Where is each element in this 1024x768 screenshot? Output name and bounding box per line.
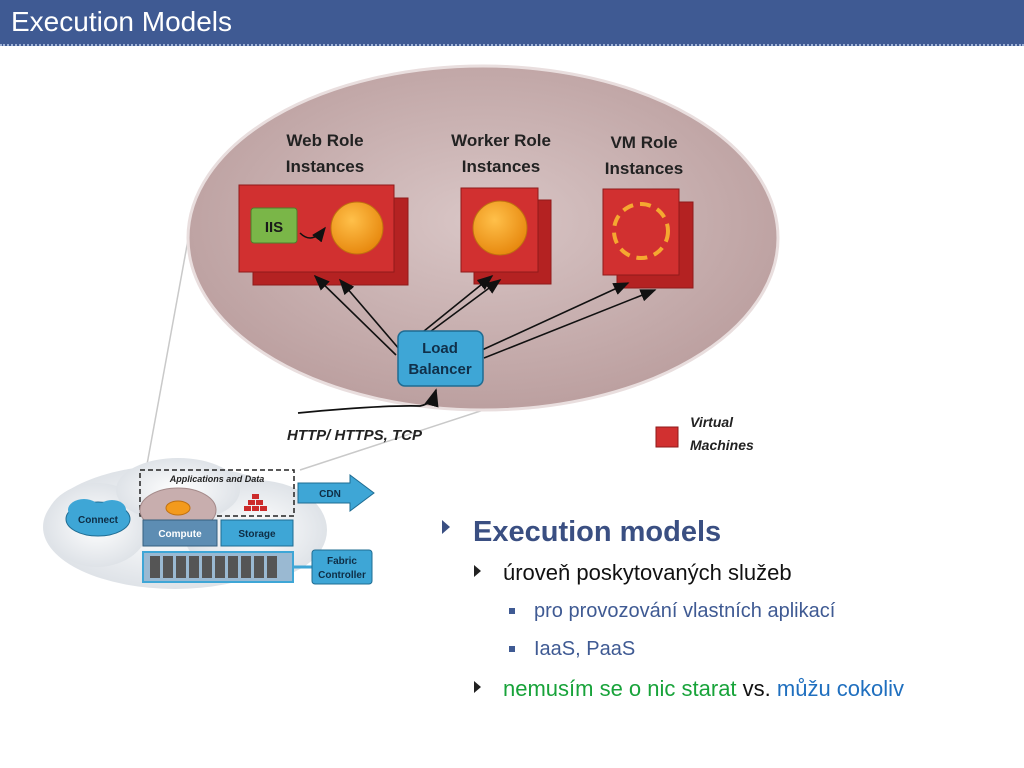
- applications-and-data-box: [139, 469, 295, 517]
- protocols-label: HTTP/ HTTPS, TCP: [287, 427, 423, 444]
- zoom-line-left: [145, 217, 193, 471]
- slide-title: Execution Models: [11, 6, 233, 37]
- bullet-sub1: úroveň poskytovaných služeb: [440, 558, 1020, 598]
- connect-cloud: [65, 499, 131, 537]
- bullet-list: Execution models úroveň poskytovaných sl…: [440, 512, 1020, 714]
- bullet-sub1-item-1: pro provozování vlastních aplikací: [440, 598, 1020, 636]
- bullet-sub1-item-1-text: pro provozování vlastních aplikací: [534, 600, 836, 622]
- vm-role-label-line1: VM Role: [610, 133, 677, 152]
- load-balancer-label-line1: Load: [422, 340, 458, 357]
- bullet-main-text: Execution models: [473, 516, 722, 548]
- lb-arrow-5: [481, 282, 630, 351]
- load-balancer-label-line2: Balancer: [408, 361, 472, 378]
- fabric-controller-label-line1: Fabric: [327, 556, 357, 567]
- bullet-sub1-text: úroveň poskytovaných služeb: [503, 560, 792, 585]
- cdn-arrow: [297, 474, 375, 512]
- execution-models-diagram: Web Role Instances Worker Role Instances…: [43, 64, 780, 589]
- storage-box: [220, 519, 294, 547]
- connect-label: Connect: [78, 515, 119, 526]
- fabric-controller-box: [311, 549, 373, 585]
- bullet-main: Execution models: [440, 512, 1020, 558]
- incoming-request-arrow: [297, 388, 439, 414]
- iis-arrow: [299, 226, 326, 243]
- bullet-sub2-part3: můžu cokoliv: [776, 676, 905, 701]
- load-balancer-box: [397, 330, 484, 387]
- square-bullet-icon: [509, 646, 515, 652]
- lb-arrow-6: [483, 289, 657, 359]
- lb-arrow-2: [338, 278, 401, 351]
- data-blocks-icon: [244, 494, 267, 511]
- square-bullet-icon: [509, 608, 515, 614]
- worker-role-instance: [472, 200, 528, 256]
- applications-instance: [165, 500, 191, 516]
- worker-role-label-line1: Worker Role: [451, 131, 551, 150]
- server-rack-icons: [150, 556, 277, 578]
- triangle-bullet-icon: [474, 681, 481, 693]
- web-role-label-line2: Instances: [286, 157, 364, 176]
- legend-label-line1: Virtual: [690, 414, 734, 430]
- compute-label: Compute: [158, 529, 202, 540]
- bullet-sub1-item-2: IaaS, PaaS: [440, 636, 1020, 674]
- storage-label: Storage: [238, 529, 276, 540]
- cdn-label: CDN: [319, 489, 341, 500]
- lb-arrow-1: [313, 274, 397, 356]
- applications-and-data-label: Applications and Data: [169, 474, 265, 484]
- triangle-bullet-icon: [442, 520, 450, 534]
- web-role-label-line1: Web Role: [286, 131, 363, 150]
- iis-box: [250, 207, 298, 244]
- bullet-sub2-part1: nemusím se o nic starat: [503, 676, 737, 701]
- triangle-bullet-icon: [474, 565, 481, 577]
- web-role-instance: [330, 201, 384, 255]
- bullet-sub1-item-2-text: IaaS, PaaS: [534, 638, 636, 660]
- bullet-sub2-part2: vs.: [736, 676, 777, 701]
- fabric-controller-label-line2: Controller: [318, 570, 366, 581]
- compute-box: [142, 519, 218, 547]
- legend-swatch: [655, 426, 679, 448]
- vm-role-instance: [612, 202, 670, 260]
- slide-title-bar: Execution Models: [0, 0, 1024, 46]
- legend-label-line2: Machines: [690, 437, 754, 453]
- vm-role-label-line2: Instances: [605, 159, 683, 178]
- bullet-sub2-text: nemusím se o nic starat vs. můžu cokoliv: [503, 676, 904, 702]
- bullet-sub2: nemusím se o nic starat vs. můžu cokoliv: [440, 674, 1020, 714]
- worker-role-label-line2: Instances: [462, 157, 540, 176]
- iis-label: IIS: [265, 219, 283, 236]
